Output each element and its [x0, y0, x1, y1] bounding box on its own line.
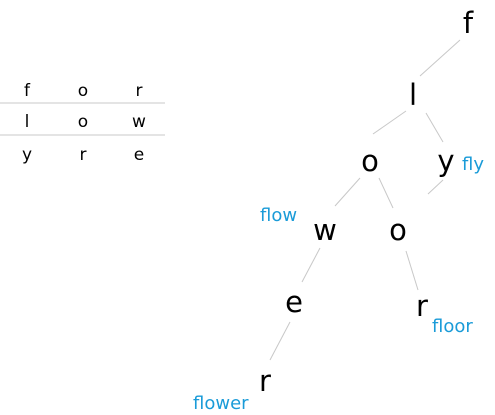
- edge-e-r: [269, 321, 291, 361]
- grid-cell-0-0: f: [24, 81, 31, 101]
- node-o-level3: o: [389, 213, 407, 247]
- grid-cell-1-0: l: [25, 112, 30, 132]
- grid-cell-2-2: e: [134, 145, 144, 165]
- node-y: y: [437, 144, 454, 178]
- edge-l-o: [372, 110, 407, 135]
- edge-w-e: [301, 247, 321, 283]
- edge-o-o: [378, 177, 394, 209]
- grid-cell-2-1: r: [80, 145, 87, 165]
- letter-grid: f o r l o w y r e: [0, 81, 165, 165]
- tree-nodes: f l o y w o e r r: [259, 6, 474, 398]
- word-label-flow: flow: [260, 205, 297, 226]
- edge-f-l: [419, 39, 461, 77]
- node-r-floor: r: [416, 289, 428, 323]
- word-label-fly: fly: [462, 154, 484, 175]
- node-w: w: [313, 213, 337, 247]
- node-l: l: [409, 78, 417, 112]
- grid-cell-0-2: r: [136, 81, 143, 101]
- word-label-flower: flower: [193, 393, 249, 414]
- tree-edges: [269, 39, 461, 361]
- node-o-level2: o: [361, 144, 379, 178]
- edge-y-tail: [427, 179, 444, 195]
- node-e: e: [285, 285, 303, 319]
- edge-o-r: [405, 250, 419, 291]
- word-label-floor: floor: [432, 316, 473, 337]
- grid-cell-2-0: y: [22, 145, 32, 165]
- edge-o-w: [334, 177, 361, 207]
- edge-l-y: [425, 112, 444, 143]
- grid-cell-1-1: o: [78, 112, 88, 132]
- word-labels: fly flow floor flower: [193, 154, 484, 414]
- grid-cell-0-1: o: [78, 81, 88, 101]
- grid-cell-1-2: w: [132, 112, 146, 132]
- node-f: f: [463, 6, 474, 40]
- node-r-flower: r: [259, 364, 271, 398]
